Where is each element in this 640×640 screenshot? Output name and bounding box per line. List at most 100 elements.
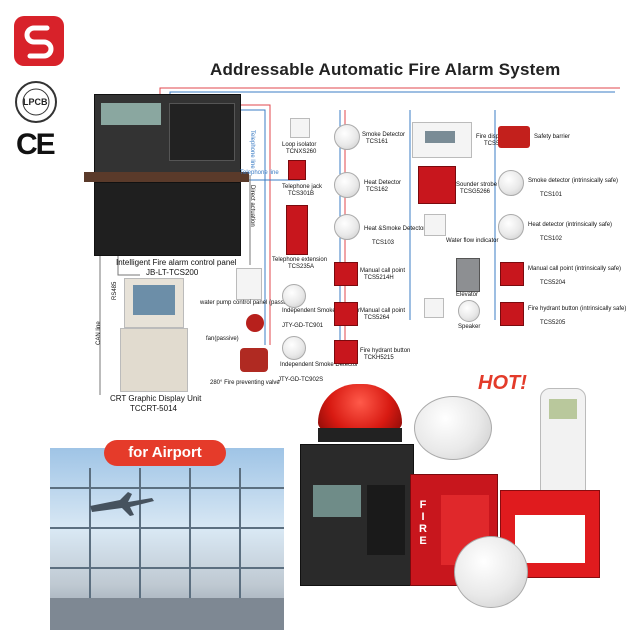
programmer-screen [549, 399, 577, 419]
label-control-panel-model: JB-LT-TCS200 [146, 268, 199, 277]
label-smoke-detector: Smoke Detector [362, 132, 406, 138]
label-telephone-jack: Telephone jack [282, 184, 323, 190]
label-can-line: CAN line [96, 321, 102, 345]
telephone-jack-device [288, 160, 306, 180]
manual-call-point-device [334, 262, 358, 286]
label-hydrant-is-model: TCS5205 [540, 320, 566, 326]
airport-badge: for Airport [104, 440, 226, 466]
label-mcp-model: TCS5214H [364, 275, 394, 281]
loop-isolator-device [290, 118, 310, 138]
fire-display-panel-device [412, 122, 472, 158]
speaker-device [458, 300, 480, 322]
label-sounder-strobe: Sounder strobe [456, 182, 498, 188]
label-crt-model: TCCRT-5014 [130, 404, 177, 413]
handheld-programmer [540, 388, 586, 510]
ce-mark: CE [16, 128, 56, 161]
label-loop-isolator: Loop isolator [282, 142, 317, 148]
label-display-panel-model: TCS5089 [484, 141, 510, 147]
smoke-detector-is-device [498, 170, 524, 196]
product-control-panel [300, 444, 414, 586]
label-smoke-is: Smoke detector (intrinsically safe) [528, 178, 619, 184]
module-device [424, 298, 444, 318]
hydrant-button-device [334, 340, 358, 364]
product-panel-screen [313, 485, 361, 517]
label-mcp: Manual call point [360, 268, 406, 274]
label-telephone-jack-model: TCS301B [288, 191, 315, 197]
hydrant-is-device [500, 302, 524, 326]
label-independent-smoke1: Independent Smoke Detector [282, 308, 361, 314]
label-independent-smoke1-model: JTY-GD-TC901 [282, 323, 324, 329]
label-direct-actuation: Direct actuation [249, 185, 255, 227]
label-hydrant-model: TCKH5215 [364, 355, 394, 361]
fire-alarm-control-panel [94, 94, 241, 176]
fire-valve-device [240, 348, 268, 372]
label-hydrant-is: Fire hydrant button (intrinsically safe) [528, 306, 627, 312]
page-title: Addressable Automatic Fire Alarm System [210, 60, 561, 79]
label-heat-is-model: TCS102 [540, 236, 563, 242]
independent-smoke-detector-2 [282, 336, 306, 360]
label-heat-detector-model: TCS162 [366, 187, 389, 193]
crt-screen [133, 285, 175, 315]
label-elevator: Elevator [456, 292, 479, 298]
hot-badge: HOT! [478, 372, 527, 394]
heat-detector-device [334, 172, 360, 198]
label-mcp-is-model: TCS5204 [540, 280, 566, 286]
label-fan: fan(passive) [206, 336, 239, 342]
sounder-strobe-device [418, 166, 456, 204]
lpcb-certification-badge: LPCB [14, 80, 58, 124]
brand-logo [14, 16, 64, 66]
panel-desk [84, 172, 249, 182]
label-mcp2: Manual call point [360, 308, 406, 314]
label-smoke-is-model: TCS101 [540, 192, 563, 198]
label-heat-detector: Heat Detector [364, 180, 402, 186]
display-panel-screen [425, 131, 455, 143]
label-mcp2-model: TCS5264 [364, 315, 390, 321]
label-fire-valve: 280° Fire preventing valve [210, 380, 280, 386]
label-loop-isolator-model: TCNXS260 [286, 149, 317, 155]
panel-keypad [169, 103, 235, 161]
safety-barrier-device [498, 126, 530, 148]
crt-cabinet [120, 328, 188, 392]
panel-cabinet-base [94, 182, 241, 256]
label-water-flow: Water flow indicator [446, 238, 499, 244]
product-panel-keys [367, 485, 405, 555]
label-telephone-extension: Telephone extension [272, 257, 328, 263]
label-control-panel: Intelligent Fire alarm control panel [116, 258, 237, 267]
label-rs485: RS485 [112, 281, 118, 300]
water-flow-indicator-device [424, 214, 446, 236]
label-heat-smoke: Heat &Smoke Detector [364, 226, 426, 232]
label-crt: CRT Graphic Display Unit [110, 394, 202, 403]
lpcb-text: LPCB [23, 97, 48, 107]
label-heat-smoke-model: TCS103 [372, 240, 395, 246]
label-sounder-strobe-model: TCSG5266 [460, 189, 491, 195]
crt-monitor [124, 278, 184, 328]
beacon-base [318, 428, 402, 442]
label-water-pump: water pump control panel (passive) [200, 300, 294, 306]
elevator-device [456, 258, 480, 292]
label-smoke-detector-model: TCS161 [366, 139, 389, 145]
label-telephone-line: Telephone line [240, 170, 279, 176]
label-hydrant: Fire hydrant button [360, 348, 411, 354]
call-point-glass [515, 515, 585, 563]
product-manual-call-point [500, 490, 600, 578]
heat-detector-is-device [498, 214, 524, 240]
heat-smoke-detector-device [334, 214, 360, 240]
label-telephone-line-vert: Telephone line [249, 130, 255, 169]
airport-photo [50, 448, 284, 630]
label-heat-is: Heat detector (intrinsically safe) [528, 222, 613, 228]
smoke-detector-device [334, 124, 360, 150]
panel-display [101, 103, 161, 125]
telephone-extension-device [286, 205, 308, 255]
water-pump-panel-device [236, 268, 262, 300]
label-telephone-extension-model: TCS235A [288, 264, 315, 270]
independent-smoke-detector-1 [282, 284, 306, 308]
label-speaker: Speaker [458, 324, 481, 330]
fire-text: FIRE [417, 499, 429, 547]
label-independent-smoke2-model: JTY-GD-TC902S [278, 377, 324, 383]
mcp-is-device [500, 262, 524, 286]
label-mcp-is: Manual call point (intrinsically safe) [528, 266, 622, 272]
fan-device [246, 314, 264, 332]
label-safety-barrier: Safety barrier [534, 134, 571, 140]
manual-call-point-2-device [334, 302, 358, 326]
product-smoke-detector-1 [414, 396, 492, 460]
